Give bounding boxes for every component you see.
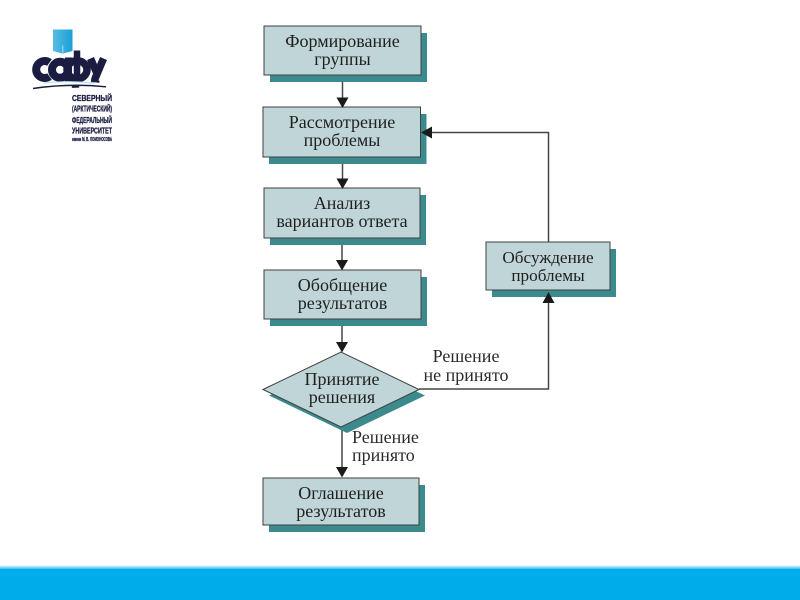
svg-text:Решение: Решение	[352, 427, 419, 447]
svg-text:группы: группы	[314, 49, 371, 69]
svg-text:Рассмотрение: Рассмотрение	[289, 112, 395, 132]
svg-text:Формирование: Формирование	[285, 31, 399, 51]
svg-text:решения: решения	[309, 387, 375, 407]
svg-text:результатов: результатов	[296, 501, 385, 521]
svg-text:ФЕДЕРАЛЬНЫЙ: ФЕДЕРАЛЬНЫЙ	[72, 114, 112, 125]
svg-text:результатов: результатов	[298, 293, 387, 313]
svg-text:Обобщение: Обобщение	[298, 275, 387, 295]
svg-text:принято: принято	[352, 445, 415, 465]
svg-text:не принято: не принято	[424, 365, 509, 385]
svg-text:вариантов ответа: вариантов ответа	[276, 211, 407, 231]
svg-text:Решение: Решение	[433, 346, 500, 366]
svg-text:(АРКТИЧЕСКИЙ): (АРКТИЧЕСКИЙ)	[72, 103, 112, 114]
svg-text:проблемы: проблемы	[511, 266, 585, 285]
svg-text:Оглашение: Оглашение	[298, 483, 384, 503]
svg-text:имени М. В. ЛОМОНОСОВА: имени М. В. ЛОМОНОСОВА	[72, 137, 112, 143]
svg-text:Обсуждение: Обсуждение	[502, 248, 594, 267]
svg-text:СЕВЕРНЫЙ: СЕВЕРНЫЙ	[72, 92, 112, 103]
svg-text:Принятие: Принятие	[304, 369, 379, 389]
svg-text:проблемы: проблемы	[304, 130, 381, 150]
svg-text:УНИВЕРСИТЕТ: УНИВЕРСИТЕТ	[72, 126, 113, 136]
svg-text:Анализ: Анализ	[314, 193, 371, 213]
